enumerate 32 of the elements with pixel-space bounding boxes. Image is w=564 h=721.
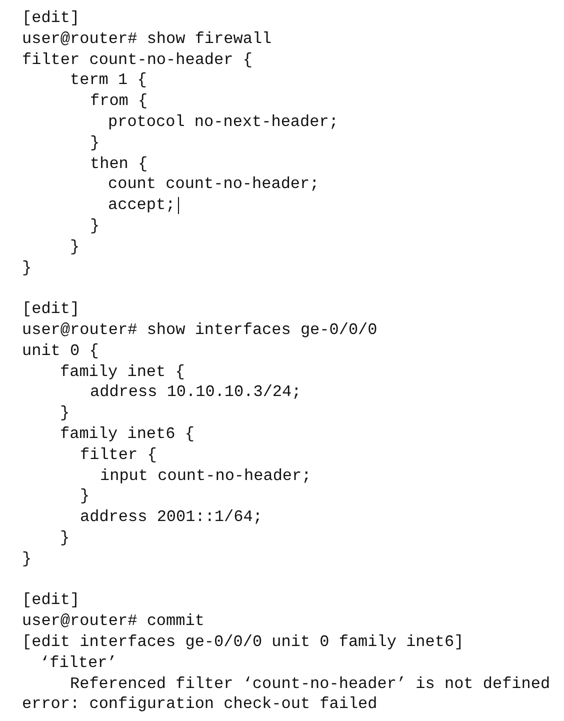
code-line: } [22,258,32,278]
code-line: count count-no-header; [108,174,320,194]
code-line: family inet { [60,362,185,382]
code-line: } [90,132,100,153]
code-line: Referenced filter ‘count-no-header’ is not defined [70,674,550,694]
code-line: unit 0 { [22,340,99,361]
code-line: } [60,528,70,548]
code-line: [edit] [22,590,80,610]
code-line: } [70,236,80,257]
code-line: filter count-no-header { [22,50,252,70]
code-line: } [90,216,100,236]
code-line: [edit] [22,8,80,28]
code-line: } [60,403,70,424]
code-line: then { [90,154,148,174]
code-line: [edit] [22,299,80,320]
code-line: user@router# show interfaces ge-0/0/0 [22,320,378,340]
code-line: address 10.10.10.3/24; [90,382,302,402]
code-line: } [80,486,90,506]
code-line: address 2001::1/64; [80,507,262,528]
code-line: error: configuration check-out failed [22,694,378,714]
code-line: filter { [80,444,157,465]
code-line: from { [90,91,148,112]
code-line: accept; [108,195,176,216]
code-line: ‘filter’ [40,652,117,673]
code-line: user@router# commit [22,611,204,632]
code-line: family inet6 { [60,424,194,444]
code-line: [edit interfaces ge-0/0/0 unit 0 family inet6] [22,632,464,652]
code-line: } [22,548,32,569]
code-line: user@router# show firewall [22,28,272,49]
code-line: protocol no-next-header; [108,112,338,132]
code-line: term 1 { [70,70,147,90]
code-line: input count-no-header; [100,466,312,486]
